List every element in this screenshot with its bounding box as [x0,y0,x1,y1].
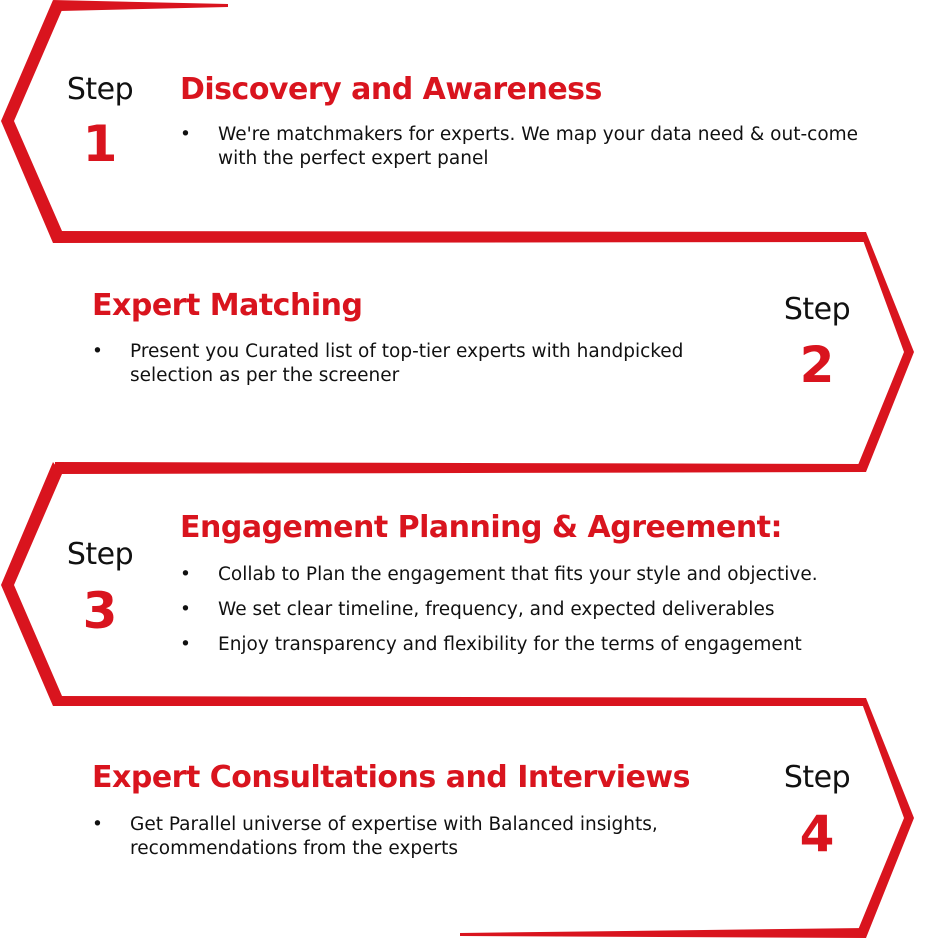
list-item: Present you Curated list of top-tier exp… [92,340,762,388]
step-2-number: 2 [799,336,835,394]
step-2-label: Step [783,292,851,327]
list-item: We set clear timeline, frequency, and ex… [180,598,910,622]
step-3-frame-left [1,462,62,706]
step-4-label: Step [783,760,851,795]
step-1-frame-top [53,0,228,11]
step-2-frame-bottom [55,462,866,474]
step-4-bullets: Get Parallel universe of expertise with … [92,813,742,872]
step-1-bullets: We're matchmakers for experts. We map yo… [180,123,880,182]
list-item: Enjoy transparency and flexibility for t… [180,633,910,657]
step-2-bullets: Present you Curated list of top-tier exp… [92,340,762,399]
step-3-number: 3 [82,582,118,640]
step-4-title: Expert Consultations and Interviews [92,760,690,795]
step-1-frame-left [1,0,62,243]
step-1-label: Step [66,72,134,107]
list-item: We're matchmakers for experts. We map yo… [180,123,880,171]
step-4-frame-bottom [460,928,866,938]
list-item: Collab to Plan the engagement that fits … [180,563,910,587]
step-3-bullets: Collab to Plan the engagement that fits … [180,563,910,668]
step-4-frame-right [858,698,914,938]
step-3-label: Step [66,537,134,572]
list-item: Get Parallel universe of expertise with … [92,813,742,861]
step-2-frame-right [858,232,914,472]
step-1-number: 1 [82,115,118,173]
step-1-frame-bottom [53,231,866,243]
step-3-title: Engagement Planning & Agreement: [180,510,783,545]
step-2-title: Expert Matching [92,288,363,323]
step-3-frame-bottom [53,696,866,706]
step-1-title: Discovery and Awareness [180,72,602,107]
step-4-number: 4 [799,805,835,863]
